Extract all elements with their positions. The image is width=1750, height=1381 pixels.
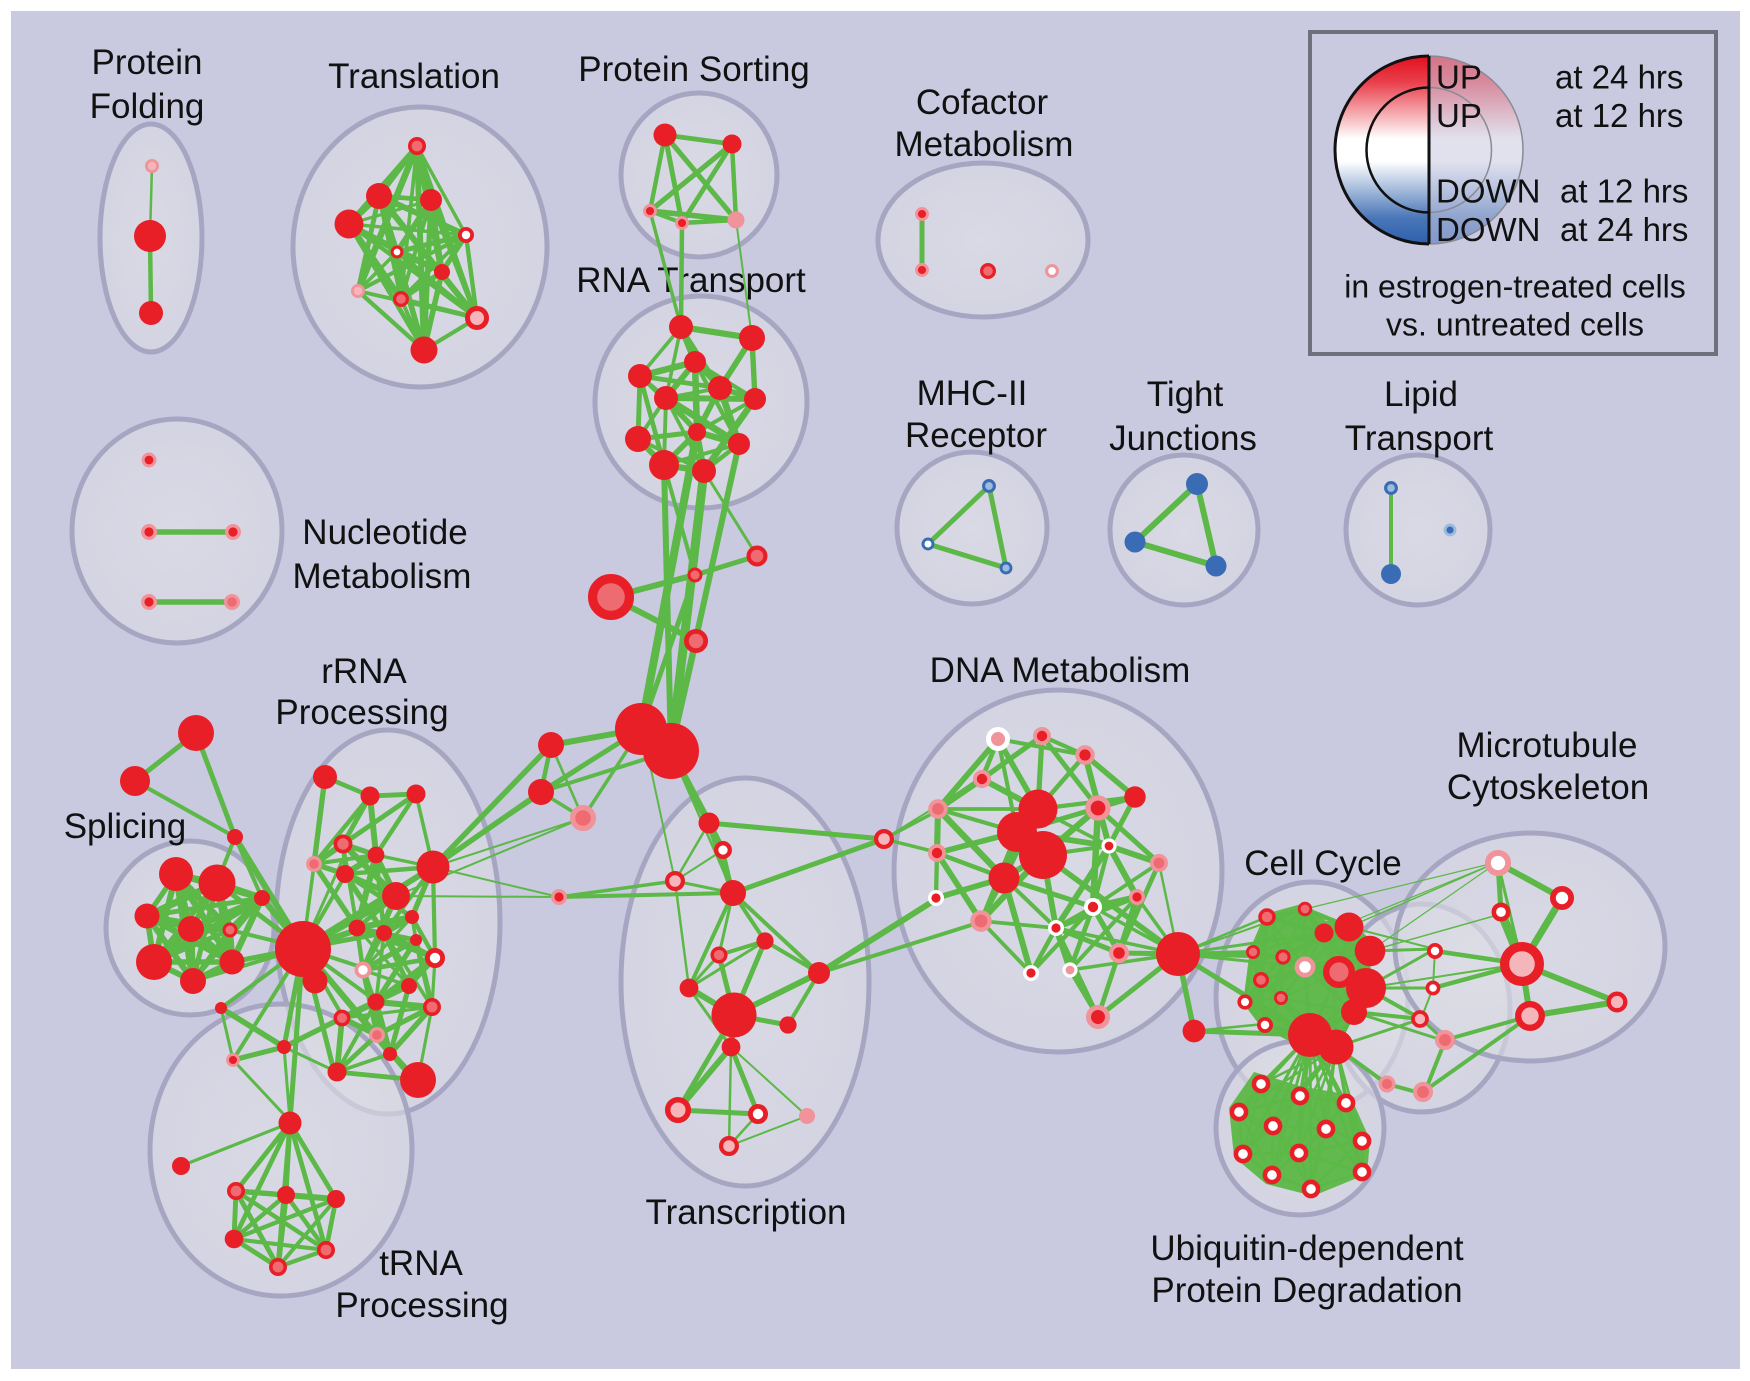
svg-text:DOWN: DOWN — [1436, 211, 1540, 248]
svg-text:at 24 hrs: at 24 hrs — [1555, 59, 1683, 96]
svg-text:at 24 hrs: at 24 hrs — [1560, 211, 1688, 248]
svg-text:Lipid: Lipid — [1384, 375, 1458, 414]
svg-text:Tight: Tight — [1147, 375, 1224, 414]
svg-text:Metabolism: Metabolism — [895, 125, 1074, 164]
svg-text:Metabolism: Metabolism — [293, 557, 472, 596]
svg-text:Ubiquitin-dependent: Ubiquitin-dependent — [1150, 1229, 1464, 1268]
svg-text:UP: UP — [1436, 59, 1482, 96]
svg-text:at 12 hrs: at 12 hrs — [1555, 97, 1683, 134]
svg-text:tRNA: tRNA — [379, 1244, 463, 1283]
svg-text:Processing: Processing — [335, 1286, 508, 1325]
svg-text:vs. untreated cells: vs. untreated cells — [1386, 307, 1644, 343]
svg-text:Nucleotide: Nucleotide — [302, 513, 467, 552]
svg-text:UP: UP — [1436, 97, 1482, 134]
svg-text:Transcription: Transcription — [646, 1193, 847, 1232]
svg-text:Transport: Transport — [1345, 419, 1494, 458]
svg-text:in estrogen-treated cells: in estrogen-treated cells — [1344, 269, 1686, 305]
svg-text:Cofactor: Cofactor — [916, 83, 1049, 122]
svg-text:Protein Degradation: Protein Degradation — [1151, 1271, 1462, 1310]
svg-text:at 12 hrs: at 12 hrs — [1560, 173, 1688, 210]
svg-text:DNA Metabolism: DNA Metabolism — [930, 651, 1191, 690]
svg-text:rRNA: rRNA — [321, 652, 407, 691]
svg-text:Receptor: Receptor — [905, 416, 1047, 455]
svg-text:Protein: Protein — [92, 43, 203, 82]
svg-text:Junctions: Junctions — [1109, 419, 1257, 458]
svg-text:DOWN: DOWN — [1436, 173, 1540, 210]
svg-text:Folding: Folding — [90, 87, 205, 126]
svg-text:Processing: Processing — [275, 693, 448, 732]
svg-text:Translation: Translation — [328, 57, 500, 96]
svg-text:MHC-II: MHC-II — [917, 374, 1028, 413]
svg-text:Cell Cycle: Cell Cycle — [1244, 844, 1402, 883]
svg-text:Cytoskeleton: Cytoskeleton — [1447, 768, 1649, 807]
svg-text:Microtubule: Microtubule — [1457, 726, 1638, 765]
svg-text:Splicing: Splicing — [64, 807, 187, 846]
svg-text:RNA Transport: RNA Transport — [576, 261, 806, 300]
svg-text:Protein Sorting: Protein Sorting — [578, 50, 810, 89]
